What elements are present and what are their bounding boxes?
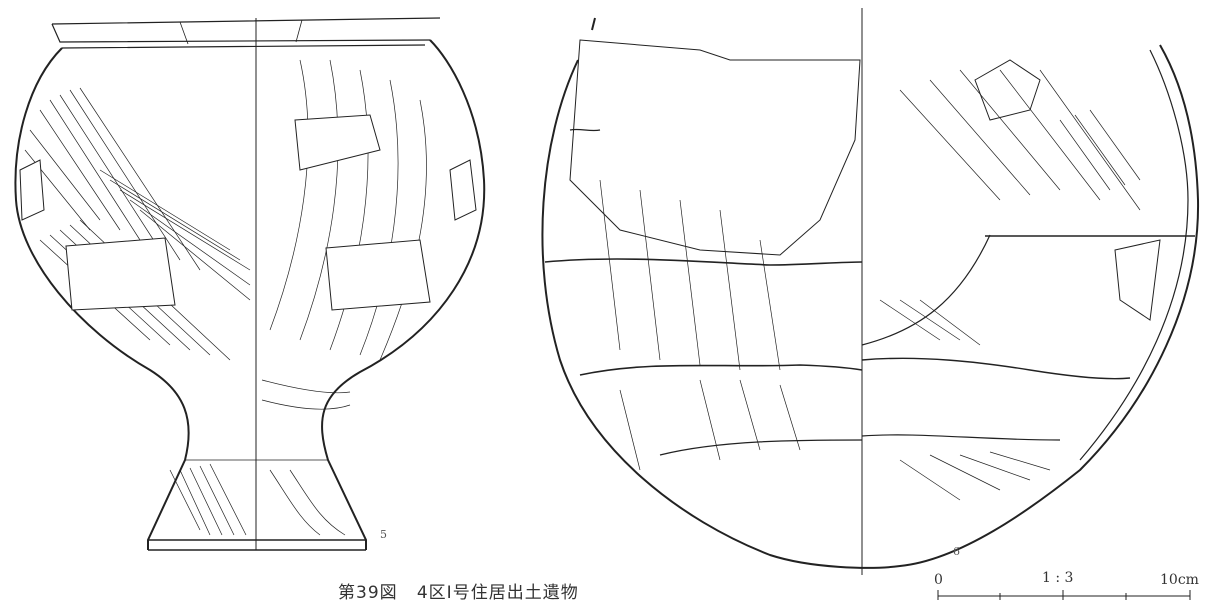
caption-title: 4区Ⅰ号住居出土遺物 xyxy=(416,583,579,603)
object-label-5: 5 xyxy=(380,528,387,541)
caption-number: 第39図 xyxy=(338,583,398,603)
scale-ratio-label: 1 : 3 xyxy=(1042,570,1074,586)
scale-start-label: 0 xyxy=(934,572,943,588)
vessel-6-drawing xyxy=(541,8,1200,575)
object-label-6: 6 xyxy=(953,545,960,558)
scale-bar xyxy=(937,590,1191,600)
figure-caption: 第39図 4区Ⅰ号住居出土遺物 xyxy=(338,578,579,603)
vessel-5-drawing xyxy=(14,17,486,551)
scale-end-label: 10cm xyxy=(1160,572,1199,588)
